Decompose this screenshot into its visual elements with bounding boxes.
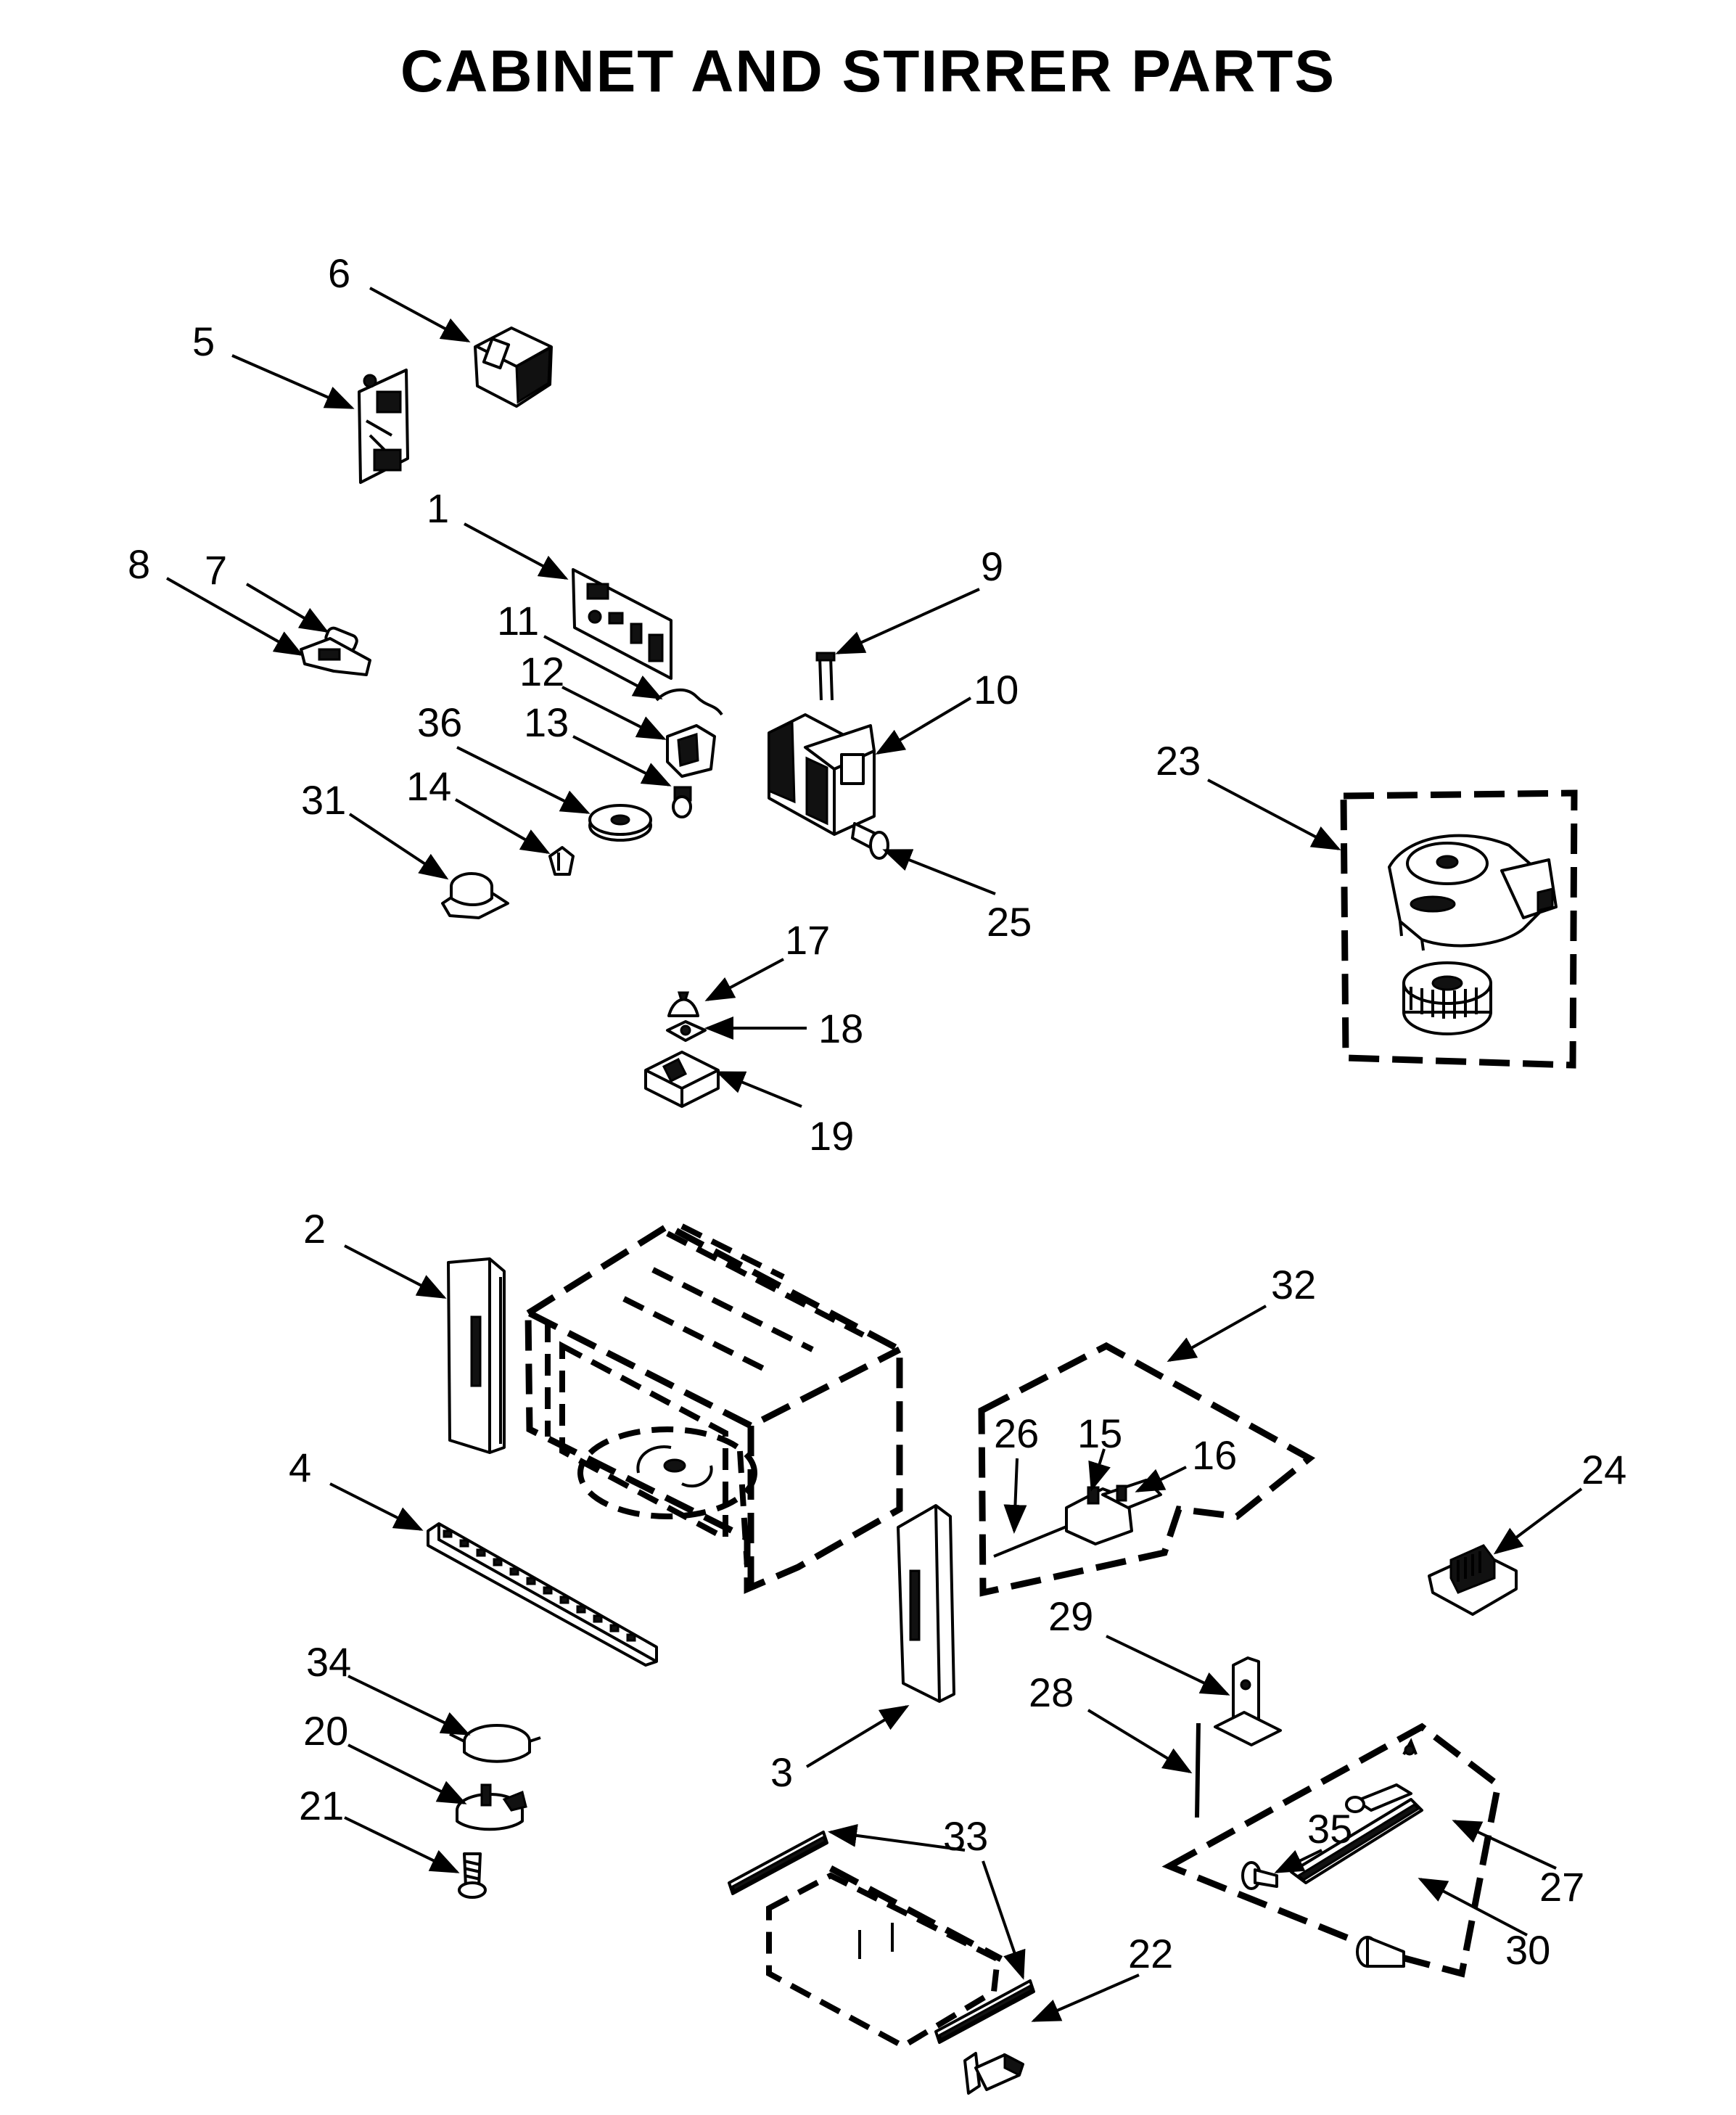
callout-24: 24 — [1581, 1447, 1626, 1492]
part-17-stirrer-cap — [667, 991, 699, 1017]
part-5-board — [358, 369, 409, 484]
callout-27: 27 — [1539, 1864, 1584, 1910]
part-28-rod — [1195, 1722, 1201, 1818]
part-31-thermostat — [441, 872, 509, 919]
part-9-leads — [815, 652, 836, 701]
part-35-screw — [1241, 1861, 1278, 1890]
callout-5: 5 — [192, 319, 215, 364]
part-20-stirrer-motor — [456, 1783, 527, 1831]
part-30-bar — [1290, 1798, 1423, 1968]
part-11-wire — [655, 688, 723, 716]
callout-3: 3 — [770, 1749, 793, 1795]
part-8-fuse-holder — [300, 637, 371, 676]
part-29-bracket — [1214, 1656, 1282, 1746]
callout-9: 9 — [981, 543, 1003, 589]
callout-1: 1 — [427, 485, 449, 531]
part-18-washer — [666, 1020, 707, 1042]
callout-25: 25 — [987, 899, 1032, 945]
callout-6: 6 — [328, 250, 350, 296]
part-4-vent-grille — [427, 1522, 658, 1667]
callout-22: 22 — [1128, 1931, 1173, 1976]
part-14-clip — [548, 846, 575, 876]
part-1-control-board — [572, 568, 672, 680]
callout-21: 21 — [299, 1783, 344, 1828]
part-3-right-panel — [897, 1504, 955, 1703]
callout-36: 36 — [417, 699, 462, 745]
callout-8: 8 — [128, 541, 150, 587]
part-25-screw — [851, 822, 889, 860]
part-2-left-panel — [447, 1257, 506, 1454]
callout-12: 12 — [519, 649, 564, 694]
part-22-foot — [963, 2052, 1024, 2095]
callout-17: 17 — [785, 917, 830, 963]
part-12-switch — [666, 724, 716, 778]
part-33-bottom-frame — [728, 1831, 1035, 2050]
callout-16: 16 — [1192, 1432, 1237, 1478]
callout-33: 33 — [943, 1813, 988, 1859]
part-23-blower-assembly — [1340, 789, 1578, 1069]
part-13-sensor — [672, 786, 692, 818]
callout-11: 11 — [497, 598, 539, 644]
callout-2: 2 — [303, 1206, 326, 1252]
callout-28: 28 — [1029, 1670, 1074, 1715]
callout-14: 14 — [406, 763, 451, 809]
part-19-bracket — [644, 1051, 720, 1108]
callout-13: 13 — [524, 699, 569, 745]
callout-35: 35 — [1307, 1806, 1352, 1852]
callout-labels: 1 2 3 4 5 6 7 8 9 10 11 12 13 14 15 16 1… — [128, 250, 1626, 1976]
part-36-ferrite — [588, 804, 652, 842]
callout-20: 20 — [303, 1708, 348, 1754]
callout-23: 23 — [1156, 738, 1201, 784]
part-34-motor-cover — [449, 1724, 541, 1763]
callout-34: 34 — [306, 1639, 351, 1685]
callout-19: 19 — [809, 1113, 854, 1159]
callout-26: 26 — [994, 1410, 1039, 1456]
callout-10: 10 — [974, 667, 1019, 712]
part-27-hinge-assembly — [1161, 1722, 1502, 1978]
part-6-cover — [474, 327, 553, 408]
part-21-screw — [458, 1852, 487, 1899]
callout-29: 29 — [1048, 1593, 1093, 1639]
callout-7: 7 — [205, 547, 227, 593]
part-32-latch-assembly — [978, 1342, 1316, 1597]
callout-15: 15 — [1077, 1410, 1122, 1456]
callout-32: 32 — [1271, 1262, 1316, 1307]
page-title: CABINET AND STIRRER PARTS — [400, 38, 1336, 104]
part-10-transformer — [768, 713, 876, 836]
callout-31: 31 — [301, 777, 346, 823]
callout-30: 30 — [1505, 1927, 1550, 1973]
leader-lines — [166, 287, 1583, 2022]
callout-4: 4 — [289, 1445, 311, 1490]
cabinet-outline — [524, 1222, 903, 1594]
part-24-board — [1428, 1544, 1518, 1616]
callout-18: 18 — [818, 1006, 863, 1051]
